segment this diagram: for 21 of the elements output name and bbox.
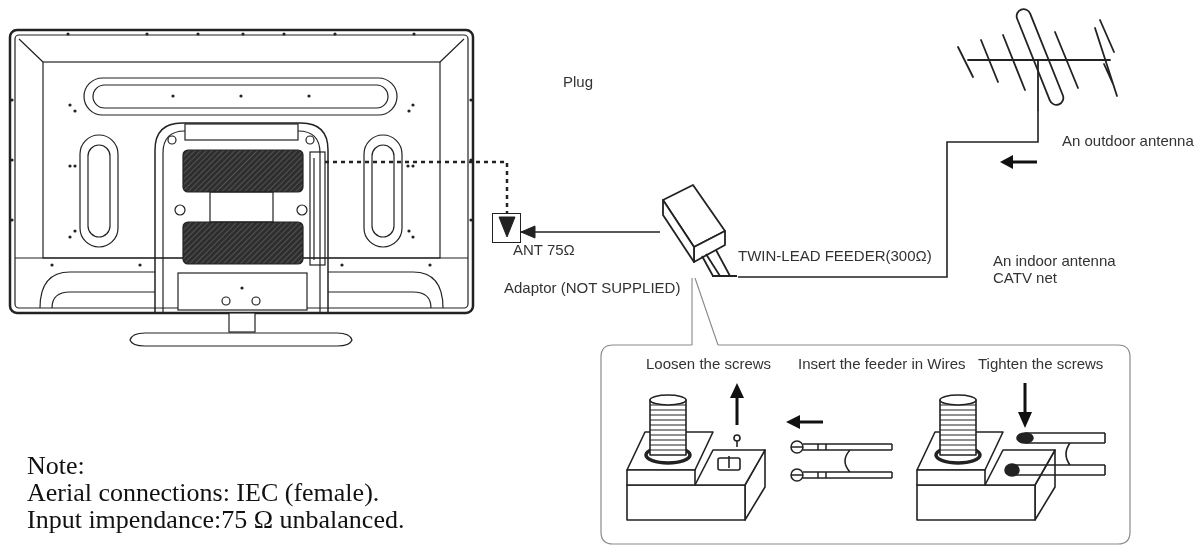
step-heading: Loosen the screws [646, 355, 772, 372]
adaptor-drawing [660, 181, 738, 278]
plug-label: Plug [563, 73, 594, 90]
antenna-label: An outdoor antenna [1062, 132, 1194, 149]
antenna-socket [492, 213, 521, 243]
source-label: CATV net [993, 269, 1057, 286]
dashed-arrow [476, 160, 516, 238]
step-heading: Insert the feeder in Wires [798, 355, 966, 372]
callout-panel [601, 345, 1130, 544]
leader-line [691, 277, 719, 346]
feeder-cable [737, 109, 1039, 278]
note-heading: Note: [27, 452, 85, 479]
socket-label: ANT 75Ω [513, 241, 575, 258]
adaptor-label: Adaptor (NOT SUPPLIED) [504, 279, 681, 296]
television-drawing [8, 28, 476, 348]
source-label: An indoor antenna [993, 252, 1116, 269]
note-text: Input impendance:75 Ω unbalanced. [27, 506, 405, 533]
step-heading: Tighten the screws [978, 355, 1104, 372]
note-text: Aerial connections: IEC (female). [27, 479, 380, 506]
edge-label: TWIN-LEAD FEEDER(300Ω) [737, 247, 933, 264]
arrow [520, 225, 661, 239]
